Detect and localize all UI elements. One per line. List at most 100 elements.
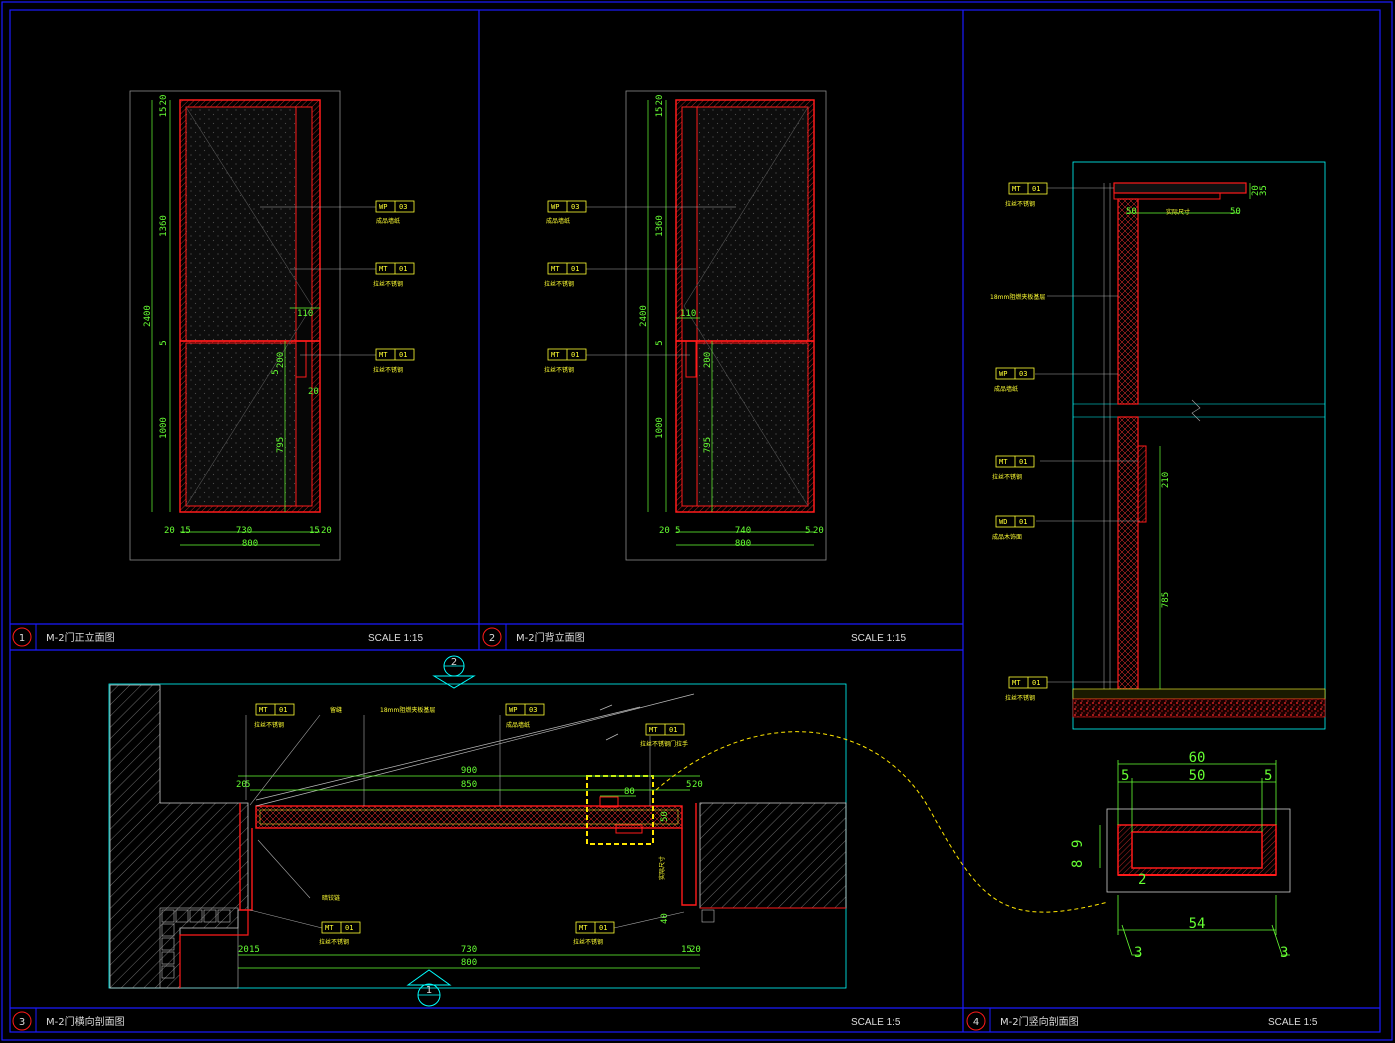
sec4-20-dim: 20	[1251, 185, 1261, 196]
tag-code: WP	[551, 203, 559, 211]
view-2-number: 2	[489, 633, 495, 644]
tag-code: WP	[379, 203, 387, 211]
tag-num: 03	[571, 203, 579, 211]
tag-note: 成品木饰面	[992, 533, 1022, 541]
tag-note: 拉丝不锈钢	[254, 721, 284, 729]
back-width-dim: 740	[735, 526, 751, 536]
sec4-tag-mt01-handle: MT 01 拉丝不锈钢	[992, 455, 1035, 481]
tag-num: 01	[1032, 185, 1040, 193]
tag-code: MT	[999, 458, 1008, 466]
sec3-tag-mt01-handle: MT 01 拉丝不锈钢门拉手	[640, 723, 688, 748]
back-handle-height-dim: 200	[703, 352, 713, 368]
tag-num: 01	[399, 351, 407, 359]
tag-num: 01	[571, 265, 579, 273]
front-tag-mt01-lower: MT 01 拉丝不锈钢	[373, 348, 415, 374]
tag-code: MT	[325, 924, 334, 932]
sec3-730-dim: 730	[461, 945, 477, 955]
section-marker-1: 1	[406, 969, 452, 1007]
back-tag-mt01-lower: MT 01 拉丝不锈钢	[544, 348, 587, 374]
front-handle-gap-dim: 5	[271, 369, 281, 374]
sec4-785-dim: 785	[1161, 592, 1171, 608]
tag-code: MT	[379, 351, 388, 359]
tag-note: 拉丝不锈钢	[373, 366, 403, 374]
back-top-panel-dim: 1360	[655, 215, 665, 237]
view-1-title: M-2门正立面图	[46, 631, 115, 644]
back-bottom-panel-dim: 1000	[655, 417, 665, 439]
back-handle-bottom-dim: 795	[703, 437, 713, 453]
tag-note: 拉丝不锈钢	[992, 473, 1022, 481]
back-height-dim: 2400	[639, 305, 649, 327]
sec3-50-dim: 50	[660, 811, 670, 822]
sec3-br20-dim: 20	[690, 945, 701, 955]
front-tag-wp03: WP 03 成品墙纸	[375, 200, 415, 225]
sec4-210-dim: 210	[1161, 472, 1171, 488]
tag-num: 01	[669, 726, 677, 734]
tag-note: 拉丝不锈钢	[544, 366, 574, 374]
sec4-tag-mt01-head: MT 01 拉丝不锈钢	[1005, 182, 1048, 208]
tag-note: 成品墙纸	[506, 721, 530, 729]
title-bar-view-3: 3 M-2门横向剖面图 SCALE 1:5	[12, 1008, 901, 1032]
handle-enlarged-detail: 60 50 5 5 54 9 8 2 3 3	[1070, 750, 1291, 961]
sec3-br15-dim: 15	[681, 945, 692, 955]
tag-code: MT	[379, 265, 388, 273]
front-height-dim: 2400	[143, 305, 153, 327]
detail-side-5-right: 5	[1264, 768, 1272, 784]
tag-code: WD	[999, 518, 1007, 526]
sec3-tag-mt01-bottom-right: MT 01 拉丝不锈钢	[573, 921, 615, 946]
detail-width-60: 60	[1189, 750, 1206, 766]
back-left-frame-dim: 20	[659, 526, 670, 536]
sec3-left20-dim: 20	[236, 780, 247, 790]
sec3-right5-dim: 5	[686, 780, 691, 790]
back-top-t2-dim: 20	[655, 95, 665, 106]
front-top-panel-dim: 1360	[159, 215, 169, 237]
detail-height-8: 8	[1070, 860, 1086, 868]
detail-bottom-3-right: 3	[1280, 945, 1288, 961]
elevation-back: 2400 1360 1000 5 15 20 740 800 20 5 5 20…	[544, 90, 827, 561]
tag-num: 01	[599, 924, 607, 932]
title-bar-view-1: 1 M-2门正立面图 SCALE 1:15	[12, 624, 423, 650]
sec4-tag-wd01: WD 01 成品木饰面	[992, 515, 1035, 541]
view-4-title: M-2门竖向剖面图	[1000, 1015, 1079, 1028]
sec3-40-dim: 40	[660, 913, 670, 924]
front-top-t2-dim: 20	[159, 95, 169, 106]
tag-code: MT	[1012, 679, 1021, 687]
detail-gap-2: 2	[1138, 872, 1146, 888]
detail-width-50: 50	[1189, 768, 1206, 784]
detail-callout-leader	[655, 731, 1109, 913]
view-2-title: M-2门背立面图	[516, 631, 585, 644]
front-top-t1-dim: 15	[159, 107, 169, 118]
front-bottom-panel-dim: 1000	[159, 417, 169, 439]
tag-note: 拉丝不锈钢	[1005, 200, 1035, 208]
section-marker-2: 2	[432, 655, 476, 689]
tag-code: MT	[579, 924, 588, 932]
tag-num: 03	[399, 203, 407, 211]
view-2-scale: SCALE 1:15	[851, 633, 906, 644]
back-right-gap-dim: 5	[805, 526, 810, 536]
sec3-900-dim: 900	[461, 766, 477, 776]
back-right-frame-dim: 20	[813, 526, 824, 536]
sec3-tag-wp03: WP 03 成品墙纸	[505, 703, 545, 729]
front-total-width-dim: 800	[242, 539, 258, 549]
tag-note: 成品墙纸	[546, 217, 570, 225]
detail-bottom-3-left: 3	[1134, 945, 1142, 961]
sec3-actual-size-note: 实际尺寸	[658, 856, 666, 880]
tag-code: MT	[649, 726, 658, 734]
tag-num: 01	[1019, 458, 1027, 466]
front-handle-offset-dim: 110	[297, 309, 313, 319]
sec4-board-note: 18mm阻燃夹板基层	[990, 293, 1045, 301]
sec3-right20-dim: 20	[692, 780, 703, 790]
sec4-head-50-dim: 50	[1126, 207, 1137, 217]
back-mid-dim: 5	[655, 340, 665, 345]
front-left-frame-dim: 20	[164, 526, 175, 536]
tag-num: 03	[529, 706, 537, 714]
back-tag-wp03: WP 03 成品墙纸	[546, 200, 587, 225]
tag-note: 拉丝不锈钢门拉手	[640, 740, 688, 748]
tag-note: 拉丝不锈钢	[373, 280, 403, 288]
front-tag-mt01-upper: MT 01 拉丝不锈钢	[373, 262, 415, 288]
tag-code: MT	[259, 706, 268, 714]
tag-num: 01	[399, 265, 407, 273]
sec3-tag-mt01-bottom-left: MT 01 拉丝不锈钢	[319, 921, 361, 946]
sec3-gap-note: 留缝	[330, 706, 342, 714]
title-bar-view-4: 4 M-2门竖向剖面图 SCALE 1:5	[966, 1008, 1318, 1032]
